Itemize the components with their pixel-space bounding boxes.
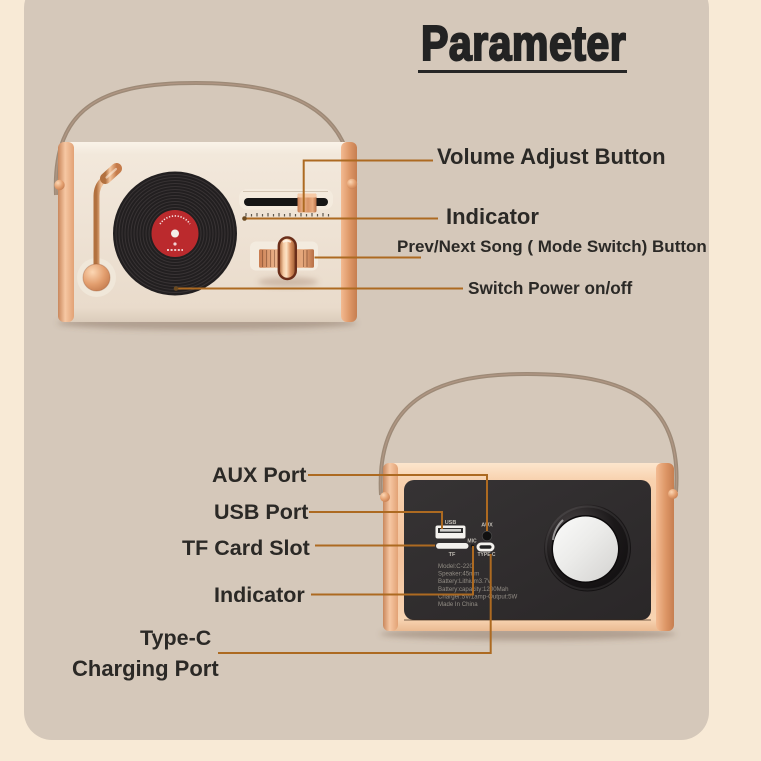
svg-text:TF: TF: [449, 552, 456, 558]
svg-text:TYPE C: TYPE C: [477, 552, 495, 558]
svg-text:MIC: MIC: [467, 539, 477, 545]
svg-text:Model:C-220: Model:C-220: [438, 563, 473, 570]
svg-text:Battery:Lithium3.7V: Battery:Lithium3.7V: [438, 578, 492, 585]
svg-text:Charger:5V/1amp-Output:5W: Charger:5V/1amp-Output:5W: [438, 593, 518, 600]
svg-text:Speaker:45mm: Speaker:45mm: [438, 571, 479, 578]
svg-text:USB: USB: [445, 520, 457, 526]
svg-text:Made In China: Made In China: [438, 601, 478, 608]
